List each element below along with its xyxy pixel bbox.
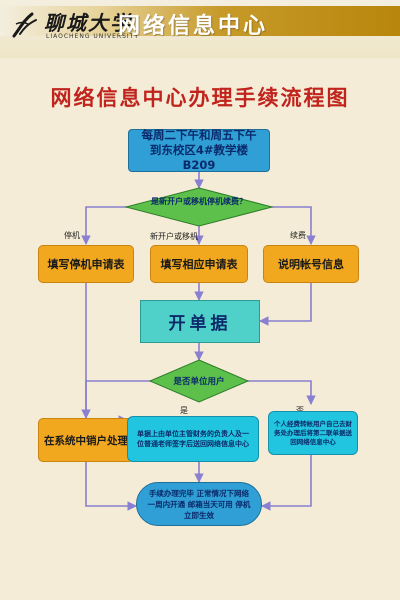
step-renew-text: 说明帐号信息 <box>278 258 344 271</box>
step-new-node: 填写相应申请表 <box>150 245 248 283</box>
step-renew-node: 说明帐号信息 <box>263 245 359 283</box>
branch-label-stop: 停机 <box>64 231 80 240</box>
edge-cancel-end <box>85 462 137 511</box>
branch-label-new: 新开户或移机 <box>150 232 198 241</box>
start-node: 每周二下午和周五下午到东校区4#教学楼B209 <box>128 128 270 172</box>
edge-personal-end <box>261 455 312 511</box>
cancel-account-text: 在系统中销户处理 <box>44 434 128 447</box>
step-stop-text: 填写停机申请表 <box>47 258 125 271</box>
decision2-diamond <box>148 359 250 403</box>
personal-user-text: 个人经费转帐用户自己去财务处办理后将第二联单据送回网络信息中心 <box>274 419 352 446</box>
issue-ticket-node: 开单据 <box>140 300 260 343</box>
decision1-diamond <box>124 187 274 227</box>
edge-renew-issue <box>259 283 312 326</box>
university-logo-text: 聊城大学 <box>44 11 132 35</box>
university-english-name: LIAOCHENG UNIVERSITY <box>46 33 139 40</box>
center-name: 网络信息中心 <box>118 14 269 39</box>
decision2-label: 是否单位用户 <box>173 377 225 387</box>
unit-user-node: 单据上由单位主管财务的负责人及一位普通老师签字后送回网络信息中心 <box>127 416 259 462</box>
edge-decision1-stop <box>81 206 128 245</box>
step-new-text: 填写相应申请表 <box>160 258 238 271</box>
issue-ticket-text: 开单据 <box>168 314 232 334</box>
no-label: 否 <box>296 405 304 416</box>
decision1-label: 是新开户或移机停机续费？ <box>151 197 247 206</box>
step-stop-node: 填写停机申请表 <box>38 245 134 283</box>
header-stripe <box>0 6 400 36</box>
edge-decision2-no <box>246 380 316 405</box>
branch-label-renew: 续费 <box>290 231 306 240</box>
end-node: 手续办理完毕 正常情况下网络一周内开通 邮箱当天可用 停机立即生效 <box>136 482 262 526</box>
edge-decision2-yes <box>85 380 152 425</box>
end-node-text: 手续办理完毕 正常情况下网络一周内开通 邮箱当天可用 停机立即生效 <box>147 488 251 520</box>
cancel-account-node: 在系统中销户处理 <box>38 418 134 462</box>
university-logo-icon <box>12 12 37 38</box>
unit-user-text: 单据上由单位主管财务的负责人及一位普通老师签字后送回网络信息中心 <box>137 430 249 448</box>
yes-label: 是 <box>180 406 188 415</box>
edge-decision1-renew <box>270 206 316 245</box>
start-node-text: 每周二下午和周五下午到东校区4#教学楼B209 <box>141 128 257 172</box>
personal-user-node: 个人经费转帐用户自己去财务处办理后将第二联单据送回网络信息中心 <box>268 411 358 455</box>
diagram-title: 网络信息中心办理手续流程图 <box>50 85 350 110</box>
